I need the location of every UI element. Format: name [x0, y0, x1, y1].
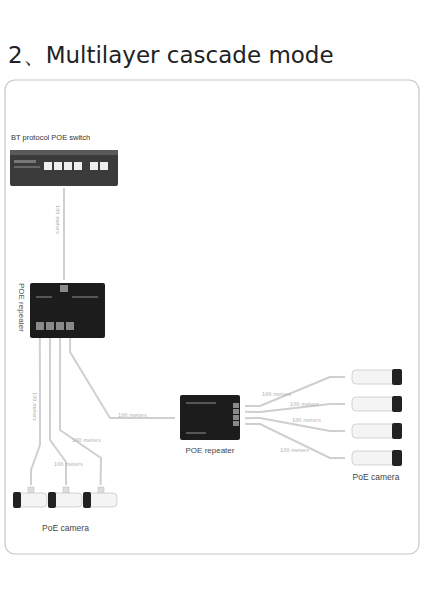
cable-length-label: 100 meters [262, 392, 291, 397]
repeater-port [233, 421, 239, 426]
camera-lens [13, 492, 21, 508]
poe-repeater-device [180, 395, 240, 440]
camera-body [352, 451, 396, 465]
repeater-logo [186, 402, 216, 404]
camera-lens [392, 369, 402, 385]
switch-port [44, 162, 52, 170]
network-cable [31, 338, 40, 485]
repeater-port [36, 322, 44, 330]
repeater-port [46, 322, 54, 330]
camera-node: PoE camera [12, 485, 127, 533]
outer-frame [5, 80, 419, 554]
switch-body [10, 150, 118, 186]
cable-length-label: 100 meters [72, 438, 101, 443]
node-label: PoE camera [345, 473, 407, 482]
switch-port [100, 162, 108, 170]
repeater-port [60, 285, 68, 292]
switch-port [64, 162, 72, 170]
diagram-title: 2、Multilayer cascade mode [8, 40, 334, 71]
repeater-body [180, 395, 240, 440]
repeater-node: POE repeater [175, 392, 245, 456]
camera-lens [392, 423, 402, 439]
camera-group [13, 487, 117, 508]
switch-top [10, 150, 118, 155]
switch-port [54, 162, 62, 170]
repeater-port [56, 322, 64, 330]
cable-length-label: 100 meters [118, 413, 147, 418]
switch-port [90, 162, 98, 170]
repeater-node: POE repeater [15, 280, 107, 338]
camera-group [352, 369, 402, 466]
camera-node: PoE camera [345, 362, 407, 482]
cable-length-label: 100 meters [280, 448, 309, 453]
cable-length-label: 100 meters [290, 402, 319, 407]
node-label: POE repeater [175, 447, 245, 456]
repeater-logo [36, 296, 52, 298]
camera-body [352, 424, 396, 438]
switch-logo [14, 160, 36, 163]
repeater-logo [72, 296, 98, 298]
cable-length-label: 100 meters [55, 205, 60, 234]
camera-lens [392, 450, 402, 466]
cable-length-label: 100 meters [54, 462, 83, 467]
camera-lens [83, 492, 91, 508]
repeater-port [233, 409, 239, 414]
poe-repeater-device [30, 283, 105, 338]
network-cable [245, 377, 345, 406]
switch-port [74, 162, 82, 170]
network-cable [63, 188, 65, 280]
node-label: PoE camera [12, 524, 119, 533]
camera-lens [48, 492, 56, 508]
camera-body [352, 397, 396, 411]
repeater-body [30, 283, 105, 338]
camera-lens [392, 396, 402, 412]
repeater-port [233, 403, 239, 408]
node-label: POE repeater [16, 283, 25, 332]
switch-logo [14, 166, 40, 168]
switch-node: BT protocol POE switch [8, 133, 120, 188]
camera-body [352, 370, 396, 384]
network-cable [70, 338, 175, 418]
cable-length-label: 100 meters [292, 418, 321, 423]
repeater-port [66, 322, 74, 330]
cable-length-label: 100 meters [32, 392, 37, 421]
node-label: BT protocol POE switch [11, 134, 90, 142]
repeater-logo [186, 432, 206, 434]
network-cable [245, 424, 345, 458]
poe-switch-device [10, 150, 118, 186]
repeater-port [233, 415, 239, 420]
